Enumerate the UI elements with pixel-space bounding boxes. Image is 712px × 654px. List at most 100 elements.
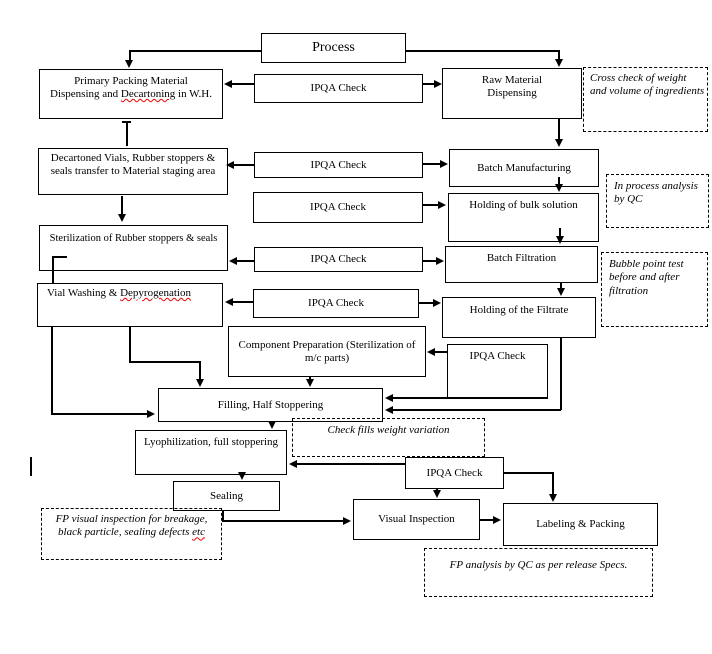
connector-ipqa5-right: [419, 302, 435, 304]
arrowhead-into-holdingbulk: [555, 184, 563, 192]
connector-sterilization-drop-upper: [52, 256, 54, 283]
connector-filtrate-to-filling: [391, 409, 561, 411]
sterilization-stoppers-box: Sterilization of Rubber stoppers & seals: [39, 225, 228, 271]
arrowhead-into-visual-left: [343, 517, 351, 525]
ipqa-check-box-3: IPQA Check: [253, 192, 423, 223]
arrowhead-into-sterilization: [118, 214, 126, 222]
box-label: Vial Washing & Depyrogenation: [47, 287, 191, 299]
connector-ipqa4-right: [423, 260, 438, 262]
connector-ipqa4-left: [235, 260, 254, 262]
arrowhead-into-labeling-left: [493, 516, 501, 524]
tick-sterilization-connector: [52, 256, 67, 258]
stray-cursor-mark: [30, 457, 32, 476]
note-check-fills: Check fills weight variation: [292, 418, 485, 457]
arrowhead-into-lyophilization: [268, 421, 276, 429]
arrowhead-into-raw-material: [555, 59, 563, 67]
ipqa-check-box-4: IPQA Check: [254, 247, 423, 272]
connector-ipqa2-right: [423, 163, 442, 165]
holding-bulk-solution-box: Holding of bulk solution: [448, 193, 599, 242]
arrowhead-into-filtration: [556, 236, 564, 244]
box-label: Primary Packing Material Dispensing and …: [50, 75, 212, 100]
arrowhead-into-vialwashing-right: [225, 298, 233, 306]
arrowhead-into-filtration-left: [436, 257, 444, 265]
connector-ipqa6-left: [433, 351, 447, 353]
arrowhead-into-labeling-top: [549, 494, 557, 502]
arrowhead-into-compprep-right: [427, 348, 435, 356]
connector-process-left-drop: [129, 50, 131, 62]
ipqa-check-box-5: IPQA Check: [253, 289, 419, 318]
ipqa-check-box-6: IPQA Check: [447, 344, 548, 398]
connector-process-left: [129, 50, 261, 52]
arrowhead-into-primary-right: [224, 80, 232, 88]
arrowhead-into-batchmfg: [555, 139, 563, 147]
arrowhead-into-batchmfg-left: [440, 160, 448, 168]
connector-filtration-to-filtrate: [560, 283, 562, 290]
note-in-process-qc: In process analysis by QC: [606, 174, 709, 228]
connector-ipqa6-to-filling: [391, 397, 548, 399]
connector-vialwashing-drop: [129, 327, 131, 362]
note-fp-visual-inspection: FP visual inspection for breakage, black…: [41, 508, 222, 560]
connector-ipqa3-right: [423, 204, 440, 206]
vial-washing-box: Vial Washing & Depyrogenation: [37, 283, 223, 327]
connector-ipqa5-left: [231, 301, 253, 303]
note-cross-check: Cross check of weight and volume of ingr…: [583, 67, 708, 132]
connector-vialwashing-drop2: [199, 361, 201, 381]
filling-half-stoppering-box: Filling, Half Stoppering: [158, 388, 383, 422]
connector-filtrate-drop: [560, 338, 562, 410]
connector-ipqa1-left: [230, 83, 254, 85]
misspelled-word: Depyrogenation: [120, 287, 191, 299]
arrowhead-into-decartoned-right: [226, 161, 234, 169]
ipqa-check-box-7: IPQA Check: [405, 457, 504, 489]
arrowhead-into-lyophilization-right: [289, 460, 297, 468]
arrowhead-into-visual-top: [433, 490, 441, 498]
connector-to-filling-left: [51, 413, 148, 415]
connector-visual-to-labeling: [480, 519, 495, 521]
connector-holdingbulk-to-filtration: [559, 228, 561, 238]
arrowhead-into-holdingbulk-left: [438, 201, 446, 209]
process-box: Process: [261, 33, 406, 63]
connector-primary-to-decartoned: [126, 121, 128, 146]
connector-decartoned-to-sterilization: [121, 196, 123, 215]
connector-ipqa1-right: [423, 83, 437, 85]
connector-ipqa7-drop: [552, 472, 554, 496]
primary-packing-box: Primary Packing Material Dispensing and …: [39, 69, 223, 119]
ipqa-check-box-2: IPQA Check: [254, 152, 423, 178]
connector-vialwashing-step: [129, 361, 201, 363]
sealing-box: Sealing: [173, 481, 280, 511]
visual-inspection-box: Visual Inspection: [353, 499, 480, 540]
batch-manufacturing-box: Batch Manufacturing: [449, 149, 599, 187]
misspelled-word: etc: [192, 526, 205, 539]
connector-batchmfg-to-holdingbulk: [558, 177, 560, 186]
arrowhead-into-filling-right-upper: [385, 394, 393, 402]
decartoned-vials-box: Decartoned Vials, Rubber stoppers & seal…: [38, 148, 228, 195]
connector-ipqa7-left: [295, 463, 405, 465]
connector-process-right-drop: [558, 50, 560, 61]
connector-process-right: [405, 50, 559, 52]
connector-sterilization-drop-lower: [51, 327, 53, 414]
arrowhead-into-filling-left: [147, 410, 155, 418]
arrowhead-into-filling-right-lower: [385, 406, 393, 414]
arrowhead-into-primary-packing: [125, 60, 133, 68]
arrowhead-into-filtrate: [557, 288, 565, 296]
arrowhead-into-sterilization-right: [229, 257, 237, 265]
arrowhead-into-filtrate-left: [433, 299, 441, 307]
lyophilization-box: Lyophilization, full stoppering: [135, 430, 287, 475]
ipqa-check-box-1: IPQA Check: [254, 74, 423, 103]
note-bubble-point: Bubble point test before and after filtr…: [601, 252, 708, 327]
component-preparation-box: Component Preparation (Sterilization of …: [228, 326, 426, 377]
raw-material-dispensing-box: Raw Material Dispensing: [442, 68, 582, 119]
connector-raw-to-batchmfg: [558, 119, 560, 140]
note-label: FP visual inspection for breakage, black…: [55, 513, 208, 539]
connector-sealing-to-visual: [222, 520, 345, 522]
misspelled-word: Decartoning: [120, 87, 176, 100]
arrowhead-into-filling-top-left: [196, 379, 204, 387]
holding-filtrate-box: Holding of the Filtrate: [442, 297, 596, 338]
labeling-packing-box: Labeling & Packing: [503, 503, 658, 546]
batch-filtration-box: Batch Filtration: [445, 246, 598, 283]
note-fp-analysis: FP analysis by QC as per release Specs.: [424, 548, 653, 597]
connector-ipqa7-right: [504, 472, 554, 474]
connector-sealing-drop: [222, 511, 224, 521]
arrowhead-into-filling-top-right: [306, 379, 314, 387]
connector-ipqa2-left: [232, 164, 254, 166]
